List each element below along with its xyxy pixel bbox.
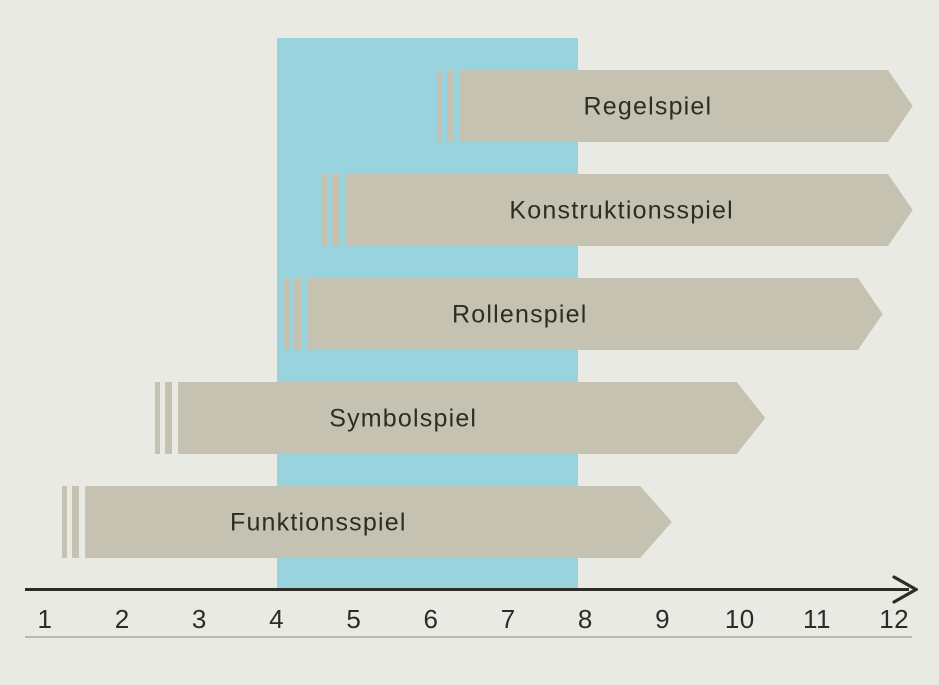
x-tick-label-10: 10 [724,604,755,634]
axis-arrowhead-icon [892,575,918,604]
x-tick-label-2: 2 [114,604,130,634]
x-tick-label-4: 4 [269,604,285,634]
bar-fade-stripe-symbolspiel-2 [164,382,172,454]
bar-funktionsspiel [85,486,672,558]
x-tick-label-5: 5 [346,604,362,634]
bar-fade-stripe-rollenspiel-2 [293,278,301,350]
bar-fade-stripe-rollenspiel-1 [283,278,289,350]
bar-fade-stripe-funktionsspiel-2 [72,486,80,558]
x-tick-label-3: 3 [191,604,207,634]
x-tick-label-6: 6 [423,604,439,634]
bar-konstruktionsspiel [345,174,913,246]
bar-rollenspiel [306,278,883,350]
x-tick-label-11: 11 [803,604,831,634]
x-tick-label-12: 12 [879,604,910,634]
bar-label-funktionsspiel: Funktionsspiel [229,508,407,537]
x-tick-label-7: 7 [500,604,516,634]
bar-fade-stripe-konstruktionsspiel-1 [322,174,328,246]
bar-fade-stripe-funktionsspiel-1 [62,486,68,558]
bar-symbolspiel [177,382,766,454]
bar-fade-stripe-regelspiel-1 [436,70,442,142]
x-tick-label-1: 1 [37,604,53,634]
x-tick-label-8: 8 [577,604,593,634]
bar-label-konstruktionsspiel: Konstruktionsspiel [509,196,734,225]
bar-regelspiel [459,70,913,142]
x-tick-label-9: 9 [655,604,671,634]
bar-fade-stripe-konstruktionsspiel-2 [332,174,340,246]
bar-label-symbolspiel: Symbolspiel [329,404,478,433]
axis-underline [25,636,912,638]
bar-fade-stripe-regelspiel-2 [446,70,454,142]
x-axis-line [25,588,909,591]
bar-label-rollenspiel: Rollenspiel [452,300,588,329]
bar-label-regelspiel: Regelspiel [583,92,713,121]
bar-fade-stripe-symbolspiel-1 [154,382,160,454]
